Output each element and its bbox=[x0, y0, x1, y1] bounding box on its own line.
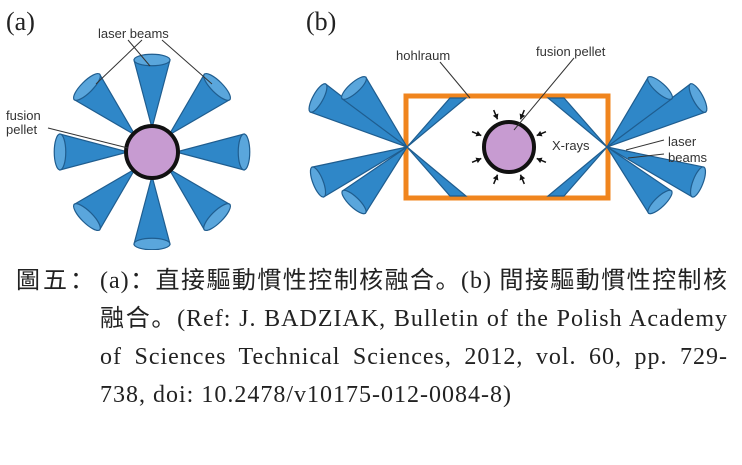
panel-a: (a) laser beams fusion pellet bbox=[6, 7, 251, 250]
laser-beams-label-a: laser beams bbox=[98, 26, 169, 41]
laser-beam-b-right-1-end bbox=[688, 83, 708, 113]
fusion-pellet-a bbox=[124, 124, 180, 180]
x-ray-arrowhead-7 bbox=[519, 113, 526, 120]
laser-beam-b-left-1-end bbox=[308, 83, 328, 113]
laser-beam-b-right-3-end bbox=[647, 76, 673, 100]
laser-beam-a-1 bbox=[133, 59, 171, 131]
inner-beam-4 bbox=[546, 146, 608, 197]
x-ray-arrowhead-6 bbox=[492, 113, 499, 120]
direct-drive-laser-beams bbox=[53, 53, 251, 250]
caption-text: (a)：直接驅動慣性控制核融合。(b) 間接驅動慣性控制核融合。(Ref: J.… bbox=[100, 268, 728, 408]
inner-beam-1 bbox=[406, 97, 468, 148]
x-ray-arrowhead-8 bbox=[536, 130, 543, 137]
laser-beam-a-2-end bbox=[203, 72, 232, 101]
laser-beam-a-8-end bbox=[72, 72, 101, 101]
x-ray-arrows bbox=[471, 109, 547, 185]
fusion-pellet-label-b: fusion pellet bbox=[536, 44, 606, 59]
laser-beam-b-right-4-end bbox=[647, 189, 673, 215]
laser-beam-a-7-end bbox=[53, 133, 67, 171]
panel-b: (b) hohlraum fusion pellet X-rays laser … bbox=[306, 7, 708, 215]
laser-beam-b-left-2-end bbox=[309, 166, 327, 198]
indirect-drive-laser-beams bbox=[308, 76, 708, 215]
fusion-pellet-b bbox=[482, 120, 536, 174]
x-rays-label: X-rays bbox=[552, 138, 590, 153]
laser-beam-a-3-end bbox=[237, 133, 251, 171]
x-ray-arrowhead-5 bbox=[475, 130, 482, 137]
laser-beam-a-4-end bbox=[203, 203, 232, 232]
laser-beam-b-left-4-end bbox=[341, 189, 367, 215]
beams-leader-a bbox=[95, 39, 213, 85]
laser-beam-a-1-end bbox=[133, 53, 171, 67]
inner-beam-2 bbox=[406, 146, 468, 197]
laser-beam-a-5 bbox=[133, 173, 171, 245]
beams-leader-b bbox=[625, 139, 665, 159]
figure-caption: 圖五： (a)：直接驅動慣性控制核融合。(b) 間接驅動慣性控制核融合。(Ref… bbox=[16, 262, 728, 414]
laser-beam-a-3 bbox=[173, 133, 245, 171]
fusion-label-a: fusion bbox=[6, 108, 41, 123]
x-ray-arrowhead-4 bbox=[475, 157, 482, 164]
laser-label-b: laser bbox=[668, 134, 697, 149]
pellet-leader-b bbox=[513, 57, 575, 131]
icf-diagram: (a) laser beams fusion pellet (b) hohlra… bbox=[6, 7, 708, 250]
caption-label: 圖五： bbox=[16, 268, 97, 294]
laser-beam-a-5-end bbox=[133, 237, 171, 250]
laser-beam-b-left-3-end bbox=[341, 76, 367, 100]
inner-beam-3 bbox=[546, 97, 608, 148]
beams-label-b: beams bbox=[668, 150, 708, 165]
x-ray-arrowhead-3 bbox=[492, 174, 499, 181]
x-ray-arrowhead-2 bbox=[519, 174, 526, 181]
hohlraum-leader bbox=[439, 61, 471, 99]
panel-b-label: (b) bbox=[306, 7, 336, 36]
hohlraum-label: hohlraum bbox=[396, 48, 450, 63]
x-ray-arrowhead-1 bbox=[536, 157, 543, 164]
laser-beam-b-right-2-end bbox=[689, 166, 707, 198]
pellet-leader-a bbox=[47, 127, 129, 149]
panel-a-label: (a) bbox=[6, 7, 35, 36]
pellet-label-a: pellet bbox=[6, 122, 37, 137]
laser-beam-a-6-end bbox=[72, 203, 101, 232]
